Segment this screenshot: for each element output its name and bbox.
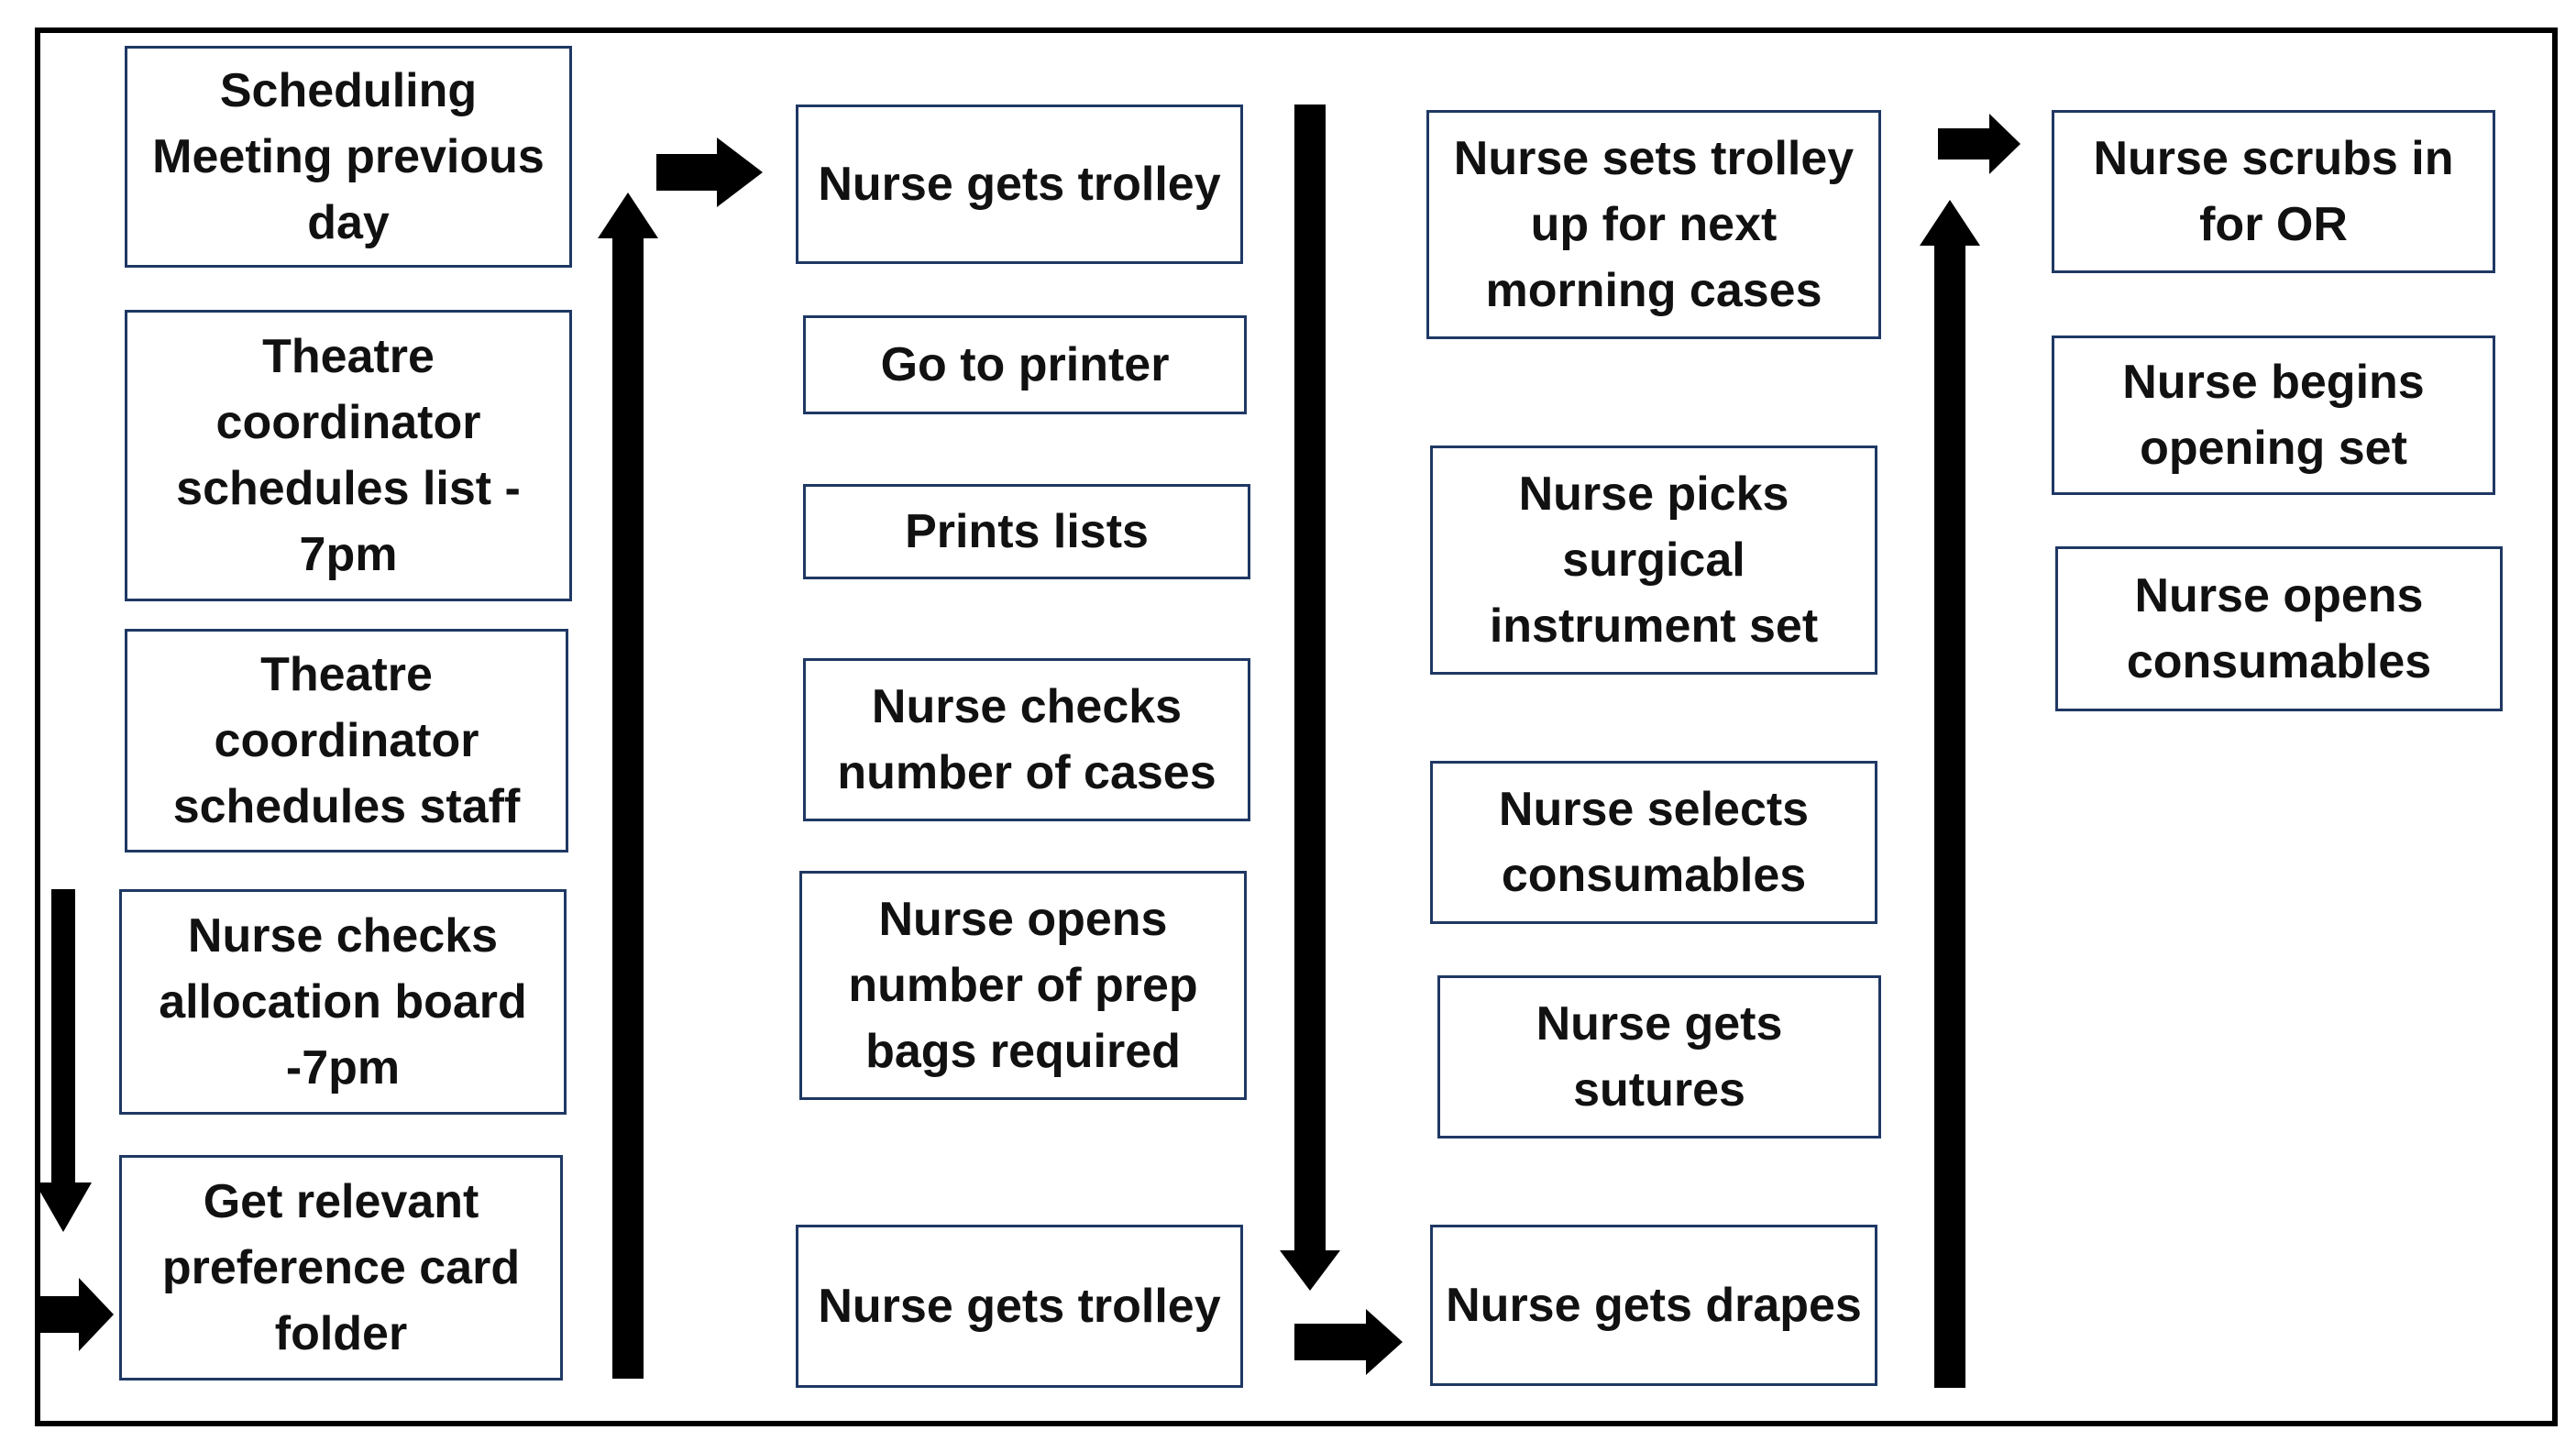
flow-step-opens-prep-bags: Nurse opens number of prep bags required — [799, 871, 1247, 1100]
arrow-right-into-folder-icon — [37, 1278, 114, 1351]
flow-step-coordinator-schedules-list: Theatre coordinator schedules list - 7pm — [125, 310, 572, 601]
flow-step-gets-trolley-1: Nurse gets trolley — [796, 104, 1243, 264]
flow-step-scheduling-meeting: Scheduling Meeting previous day — [125, 46, 572, 268]
flow-step-preference-card-folder: Get relevant preference card folder — [119, 1155, 563, 1380]
arrow-down-column2-icon — [1280, 104, 1340, 1291]
flow-step-sets-trolley-up: Nurse sets trolley up for next morning c… — [1426, 110, 1881, 339]
flow-step-gets-trolley-2: Nurse gets trolley — [796, 1225, 1243, 1388]
flow-step-checks-allocation-board: Nurse checks allocation board -7pm — [119, 889, 567, 1115]
flow-step-checks-number-of-cases: Nurse checks number of cases — [803, 658, 1250, 821]
flow-step-selects-consumables: Nurse selects consumables — [1430, 761, 1877, 924]
diagram-frame — [35, 28, 2558, 1426]
flow-step-go-to-printer: Go to printer — [803, 315, 1247, 414]
arrow-right-to-column2-icon — [656, 138, 763, 207]
arrow-down-left-edge-icon — [35, 889, 92, 1232]
flow-step-begins-opening-set: Nurse begins opening set — [2052, 336, 2495, 495]
arrow-up-column1-icon — [598, 192, 658, 1379]
flow-step-gets-drapes: Nurse gets drapes — [1430, 1225, 1877, 1386]
arrow-right-to-drapes-icon — [1294, 1309, 1403, 1375]
flow-step-picks-instrument-set: Nurse picks surgical instrument set — [1430, 446, 1877, 675]
arrow-right-to-column4-icon — [1938, 114, 2020, 174]
flow-step-opens-consumables: Nurse opens consumables — [2055, 546, 2503, 711]
arrow-up-column3-icon — [1920, 200, 1980, 1388]
flow-step-gets-sutures: Nurse gets sutures — [1437, 975, 1881, 1138]
flow-step-coordinator-schedules-staff: Theatre coordinator schedules staff — [125, 629, 568, 852]
flow-step-prints-lists: Prints lists — [803, 484, 1250, 579]
flow-step-scrubs-in: Nurse scrubs in for OR — [2052, 110, 2495, 273]
